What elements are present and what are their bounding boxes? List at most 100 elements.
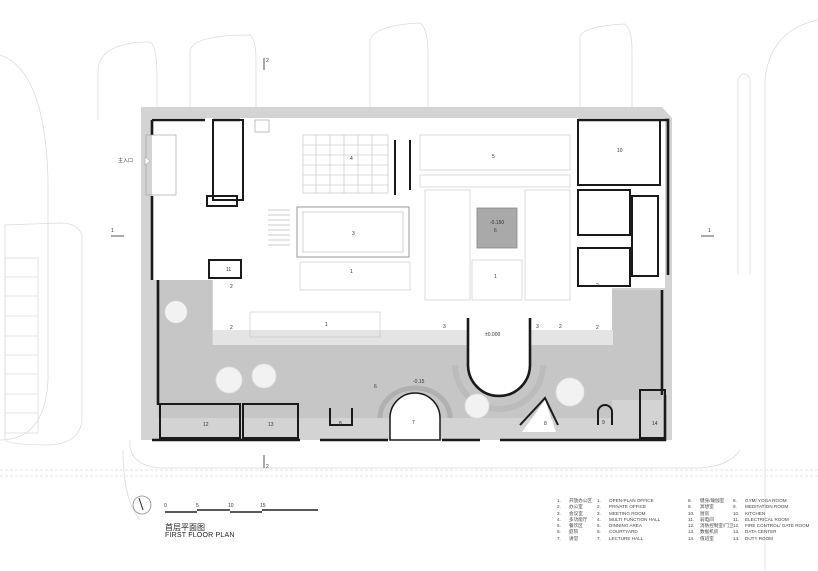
svg-text:2: 2 (230, 284, 233, 290)
legend-col-2: 1.OPEN-PLAN OFFICE 2.PRIVATE OFFICE 3.ME… (597, 498, 660, 542)
legend-num: 4. (597, 516, 601, 522)
legend-num: 1. (557, 498, 561, 503)
scale-bar-ticks: 0 5 10 15 (164, 503, 266, 509)
room-tags: 4 5 3 6 -0.150 1 1 1 10 11 2 2 2 2 2 3 3… (203, 148, 658, 428)
legend-num: 6. (557, 529, 561, 535)
legend-num: 12. (733, 523, 740, 529)
legend-text: 多功能厅 (569, 516, 588, 522)
legend-text: 会议室 (569, 510, 583, 516)
terrace (213, 330, 613, 345)
legend-num: 9. (688, 504, 692, 510)
svg-text:1: 1 (111, 228, 114, 234)
legend-num: 2. (557, 504, 561, 510)
legend-num: 11. (688, 516, 695, 522)
site-context (0, 19, 818, 570)
svg-text:-0.15: -0.15 (413, 379, 425, 385)
desk-clusters (249, 134, 571, 338)
legend-text: 冥想室 (700, 504, 714, 510)
svg-text:4: 4 (350, 156, 353, 162)
legend-text: GYM/ YOGA ROOM (745, 498, 787, 503)
legend-text: 开放办公区 (569, 498, 592, 503)
svg-text:1: 1 (708, 228, 711, 234)
svg-text:10: 10 (617, 148, 623, 154)
svg-text:6: 6 (494, 228, 497, 234)
svg-text:13: 13 (268, 422, 274, 428)
svg-text:3: 3 (352, 231, 355, 237)
legend-num: 8. (688, 498, 692, 503)
svg-text:14: 14 (652, 421, 658, 427)
legend-num: 7. (597, 535, 601, 541)
entrance-arrow-icon (144, 156, 151, 166)
svg-text:8: 8 (339, 421, 342, 427)
main-entrance-label: 主入口 (118, 158, 134, 164)
legend-text: 数据机房 (700, 529, 719, 535)
svg-text:10: 10 (228, 503, 234, 509)
legend-text: ELECTRICAL ROOM (745, 516, 789, 522)
svg-text:1: 1 (494, 274, 497, 280)
legend-text: 弱电间 (700, 516, 714, 522)
legend-text: COURTYARD (609, 529, 638, 535)
legend-num: 2. (597, 504, 601, 510)
legend-text: OPEN-PLAN OFFICE (609, 498, 654, 503)
legend-num: 3. (557, 510, 561, 516)
svg-text:3: 3 (443, 324, 446, 330)
legend-num: 6. (597, 529, 601, 535)
svg-text:2: 2 (266, 58, 269, 64)
legend-num: 13. (733, 529, 740, 535)
legend-num: 11. (733, 516, 740, 522)
legend-num: 5. (597, 523, 601, 529)
legend-num: 10. (688, 510, 695, 516)
legend-text: 餐饮区 (569, 523, 583, 529)
svg-text:12: 12 (203, 422, 209, 428)
legend-text: FIRE CONTROL/ GATE ROOM (745, 523, 810, 529)
trees (164, 300, 585, 419)
legend-col-1: 1.开放办公区 2.办公室 3.会议室 4.多功能厅 5.餐饮区 6.庭院 7.… (557, 498, 592, 542)
legend-num: 10. (733, 510, 740, 516)
svg-text:1: 1 (350, 269, 353, 275)
legend-text: 办公室 (569, 504, 583, 510)
svg-text:11: 11 (226, 267, 231, 273)
svg-text:15: 15 (260, 503, 266, 509)
courtyard-6 (476, 207, 518, 249)
legend-text: 消防控制室/门卫 (700, 523, 734, 529)
multi-function-hall-seating (302, 134, 389, 194)
svg-text:±0.000: ±0.000 (485, 332, 500, 338)
svg-text:3: 3 (536, 324, 539, 330)
svg-text:2: 2 (559, 324, 562, 330)
landscape-garden (156, 280, 662, 418)
legend-text: MEETING ROOM (609, 510, 646, 516)
legend-text: DATA CENTER (745, 529, 777, 535)
legend-num: 13. (688, 529, 695, 535)
legend-num: 9. (733, 504, 737, 510)
scale-bar (165, 509, 318, 513)
drawing-title-cn: 首层平面图 (165, 523, 205, 532)
legend-num: 14. (733, 535, 740, 541)
legend-num: 3. (597, 510, 601, 516)
legend-text: LECTURE HALL (609, 535, 644, 541)
stairs (145, 119, 290, 246)
drawing-title-en: FIRST FLOOR PLAN (165, 532, 235, 539)
legend-num: 12. (688, 523, 695, 529)
legend-num: 4. (557, 516, 561, 522)
svg-text:5: 5 (492, 154, 495, 160)
legend-text: DUTY ROOM (745, 535, 773, 541)
lobby-apse (466, 318, 532, 398)
meeting-room-3 (296, 206, 410, 258)
svg-text:2: 2 (230, 325, 233, 331)
legend-text: 庭院 (569, 529, 579, 535)
svg-text:2: 2 (596, 283, 599, 289)
legend-num: 14. (688, 535, 695, 541)
legend-text: KITCHEN (745, 510, 766, 516)
svg-text:9: 9 (602, 420, 605, 426)
legend-col-4: 8.GYM/ YOGA ROOM 9.MEDITATION ROOM 10.KI… (733, 498, 810, 542)
section-markers: 1 1 2 2 (111, 58, 714, 470)
service-cores (159, 119, 666, 439)
svg-text:8: 8 (544, 421, 547, 427)
svg-text:0: 0 (164, 503, 167, 509)
lecture-hall-7 (389, 392, 441, 441)
parking-stalls (4, 257, 39, 434)
legend-text: 健身/瑜伽室 (700, 498, 725, 503)
gym-room-8 (522, 400, 556, 432)
legend-text: 讲堂 (569, 535, 579, 541)
